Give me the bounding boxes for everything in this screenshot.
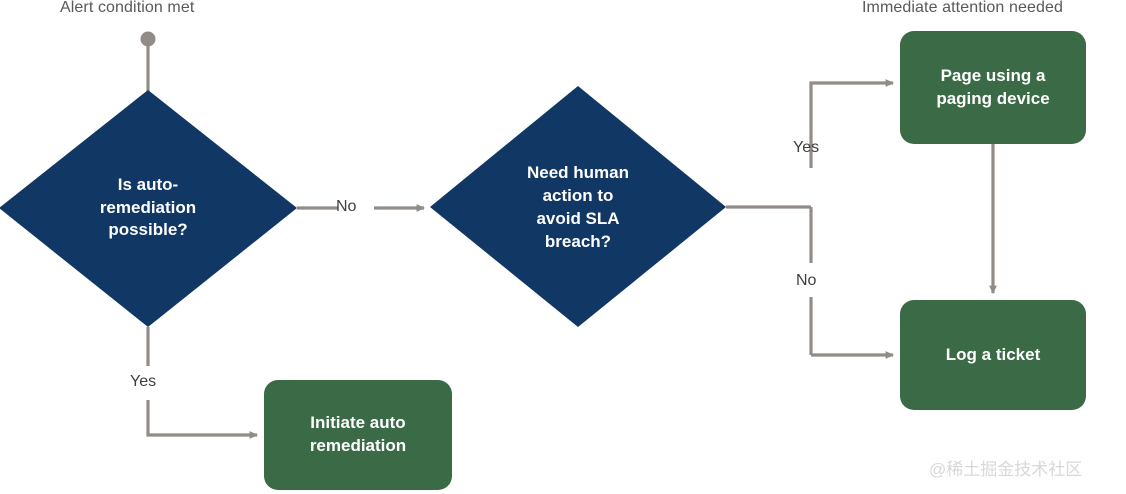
caption-immediate-attention-needed: Immediate attention needed [862,0,1063,16]
process-log-a-ticket-shape [900,300,1086,410]
edge-label-human-action-yes: Yes [793,139,820,156]
edge-label-auto-remediation-no: No [336,198,357,215]
edge-yes-to-page-using-paging-device [809,79,894,128]
edge-label-auto-remediation-yes: Yes [130,373,157,390]
process-page-using-paging-device-shape [900,31,1086,144]
edge-human-action-branch-bus [726,128,813,355]
start-connector [140,31,156,91]
edge-label-human-action-no: No [796,272,817,289]
decision-human-action-shape [430,86,726,327]
decision-auto-remediation-shape [0,90,297,327]
edge-yes-to-initiate-auto-remediation [146,327,258,439]
caption-alert-condition-met: Alert condition met [60,0,195,16]
process-initiate-auto-remediation-shape [264,380,452,490]
watermark: @稀土掘金技术社区 [929,460,1083,479]
